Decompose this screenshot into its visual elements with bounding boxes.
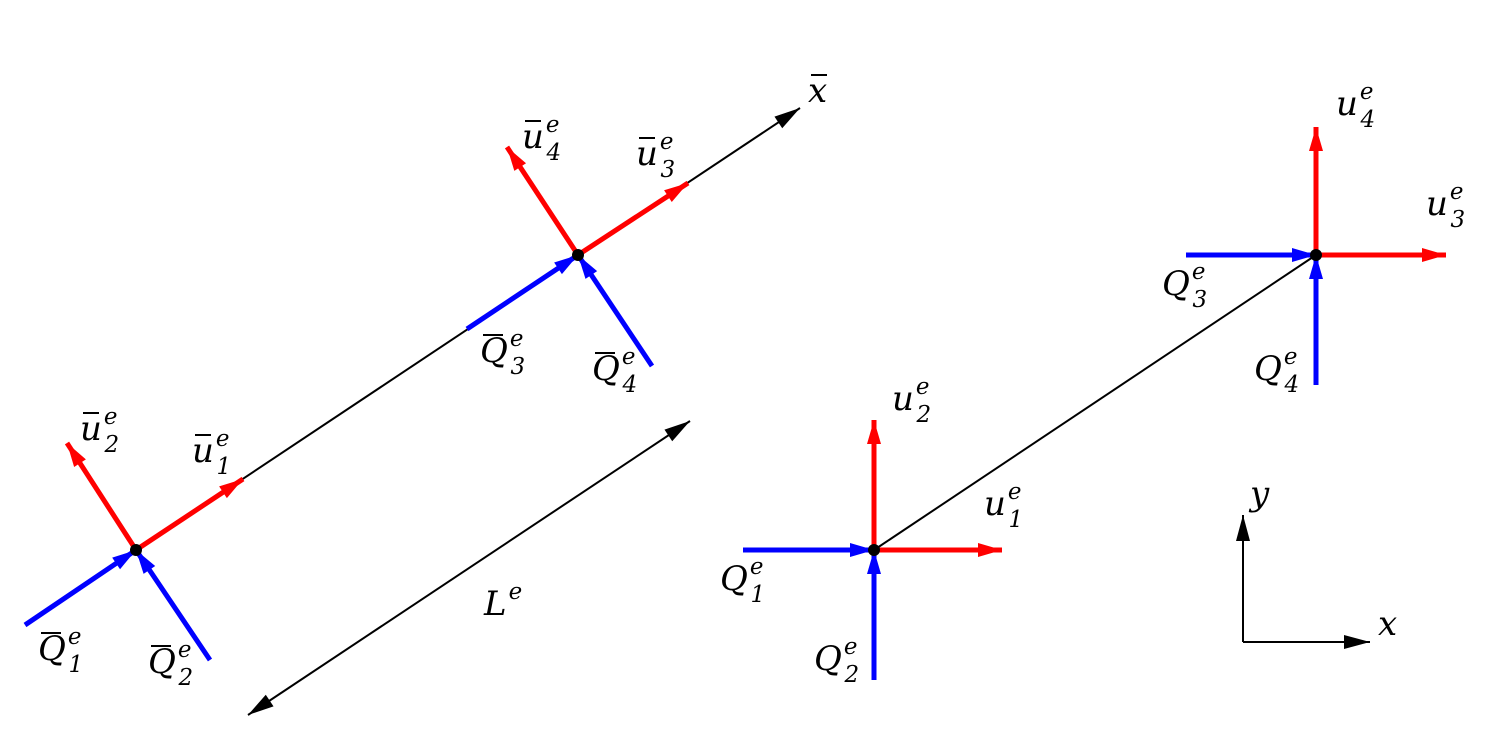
global-node-2 xyxy=(1310,249,1322,261)
length-dimension-arrow-arrowhead xyxy=(248,694,274,715)
global-Q3-arrow-arrowhead xyxy=(1292,248,1316,262)
local-axis-line-arrowhead xyxy=(774,108,800,129)
local-u1-arrow-arrowhead xyxy=(219,479,243,499)
local-axis-label: x xyxy=(808,71,827,111)
local-node-1 xyxy=(130,544,142,556)
local-Q2-arrow-arrowhead xyxy=(136,550,156,574)
global-u1-arrow-arrowhead xyxy=(978,543,1002,557)
length-dimension-arrow-arrowhead xyxy=(664,421,690,442)
global-Q2-arrow-arrowhead xyxy=(867,550,881,574)
global-Q1-arrow-arrowhead xyxy=(850,543,874,557)
global-x-label: x xyxy=(1378,604,1397,644)
global-y-label: y xyxy=(1248,474,1270,514)
local-Q4-arrow-arrowhead xyxy=(578,255,598,279)
global-x-axis-arrowhead xyxy=(1344,635,1370,649)
global-y-axis-arrowhead xyxy=(1236,515,1250,541)
global-Q4-arrow-arrowhead xyxy=(1309,255,1323,279)
local-u4-arrow-arrowhead xyxy=(507,147,527,171)
local-u3-arrow-arrowhead xyxy=(664,183,688,203)
local-Q3-arrow-arrowhead xyxy=(554,255,578,275)
global-element-line xyxy=(873,254,1317,551)
local-Q1-arrow-arrowhead xyxy=(112,550,136,570)
local-u2-arrow-arrowhead xyxy=(67,443,86,467)
length-dimension-arrow xyxy=(247,420,691,716)
global-u3-arrow-arrowhead xyxy=(1422,248,1446,262)
global-u4-arrow-arrowhead xyxy=(1309,127,1323,151)
length-label: Le xyxy=(483,579,522,624)
global-u2-arrow-arrowhead xyxy=(867,420,881,444)
local-node-2 xyxy=(572,249,584,261)
global-node-1 xyxy=(868,544,880,556)
